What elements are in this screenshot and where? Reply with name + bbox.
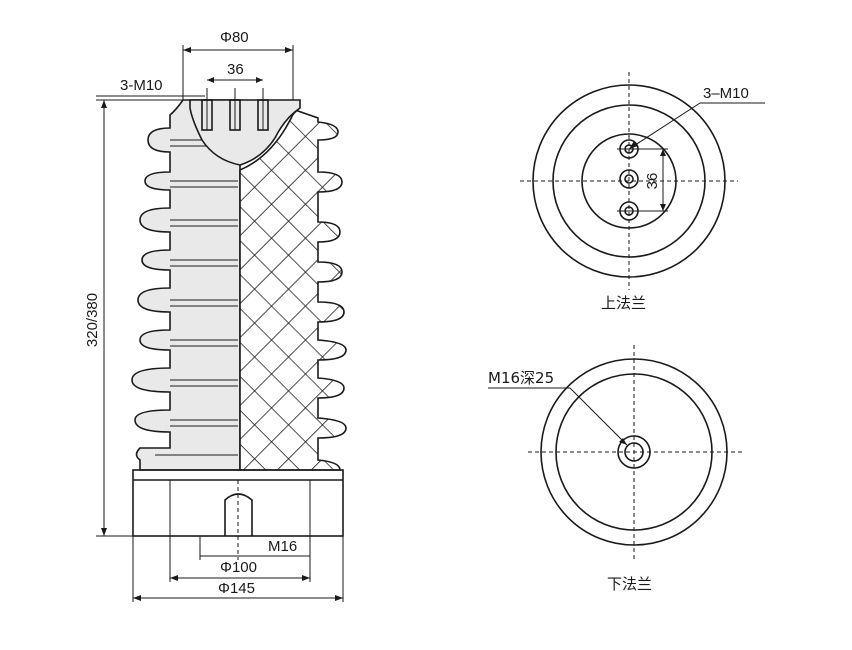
bolt-hole-3	[617, 201, 641, 221]
dim-36-top: 36	[641, 148, 668, 212]
dim-phi100-label: Φ100	[220, 559, 257, 576]
label-m16-side: M16	[199, 536, 310, 560]
label-m16-side-text: M16	[268, 538, 297, 555]
dim-phi145-label: Φ145	[218, 580, 255, 597]
bolt-hole-2	[619, 169, 639, 189]
dim-height: 320/380	[84, 99, 183, 537]
dim-phi100: Φ100	[169, 536, 311, 582]
label-m16-bottom: M16深25	[488, 369, 628, 446]
insulator-left-half	[131, 99, 241, 471]
bottom-flange	[132, 469, 344, 560]
label-m16-bottom-text: M16深25	[488, 369, 554, 387]
dim-36-side-label: 36	[227, 61, 244, 78]
dim-36-side: 36	[207, 61, 263, 83]
lower-flange-view: M16深25 下法兰	[488, 345, 742, 593]
label-3m10-top: 3–M10	[628, 85, 765, 150]
upper-flange-view: 36 3–M10 上法兰	[520, 72, 765, 312]
label-3m10-side: 3-M10	[96, 77, 205, 97]
lower-flange-caption: 下法兰	[607, 575, 652, 593]
dim-phi80: Φ80	[182, 29, 294, 100]
top-flange	[189, 88, 301, 166]
upper-flange-caption: 上法兰	[601, 294, 646, 312]
insulator-section-half	[239, 109, 347, 471]
label-3m10-top-text: 3–M10	[703, 85, 749, 102]
dim-36-top-label: 36	[644, 173, 661, 190]
label-3m10-side-text: 3-M10	[120, 77, 163, 94]
dim-phi145: Φ145	[132, 536, 344, 602]
dim-height-label: 320/380	[84, 293, 101, 347]
side-view: Φ80 36 3-M10 320/380 M16	[84, 29, 347, 602]
dim-phi80-label: Φ80	[220, 29, 249, 46]
